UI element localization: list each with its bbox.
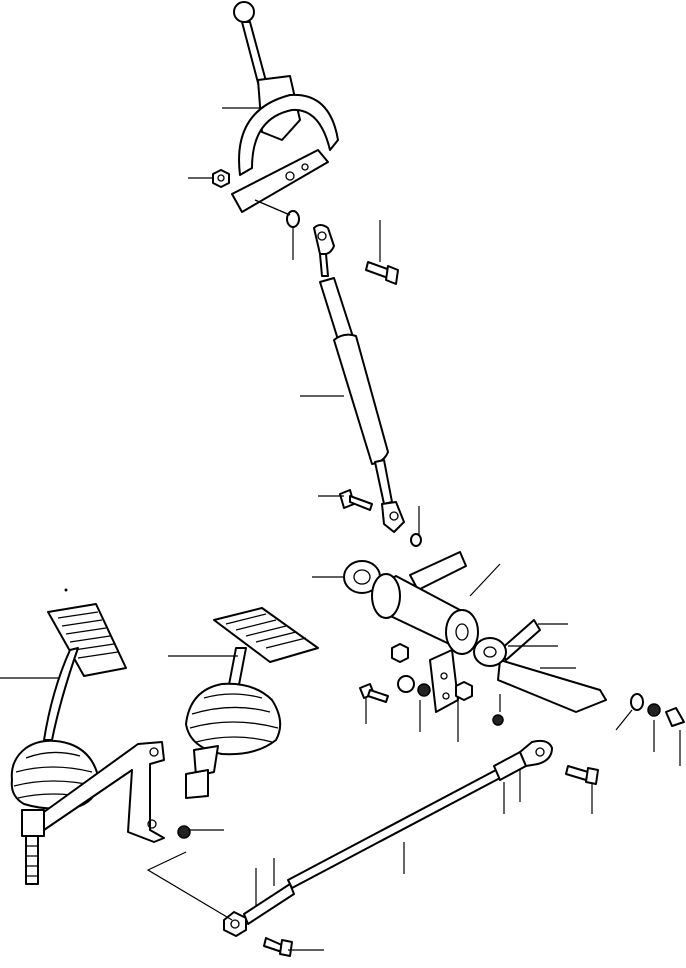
clevis-lower xyxy=(381,501,405,533)
right-pedal-boot xyxy=(185,682,282,799)
clevis-upper xyxy=(313,224,335,277)
bolt-b xyxy=(359,683,389,703)
nut-upper xyxy=(212,169,230,188)
washer-middle xyxy=(410,533,422,547)
lever-knob xyxy=(233,1,255,23)
right-pedal xyxy=(213,607,319,691)
shaft-arm xyxy=(497,619,607,713)
left-pedal xyxy=(43,603,127,741)
linkage-rod xyxy=(223,739,553,937)
shift-lever-assembly xyxy=(231,1,339,213)
cross-shaft xyxy=(371,551,479,655)
washer-b xyxy=(417,683,431,697)
washer-a xyxy=(397,675,415,693)
large-washer-right xyxy=(473,637,507,667)
nut-c xyxy=(492,714,504,726)
bolt-lower-right xyxy=(565,765,599,785)
assembly-path xyxy=(146,851,233,921)
bolt-right xyxy=(665,707,685,727)
washer-right-1 xyxy=(630,693,644,711)
nut-a xyxy=(391,643,409,663)
washer-right-2 xyxy=(647,703,661,717)
left-pedal-arm xyxy=(43,741,165,843)
bolt-lower-left xyxy=(263,937,293,957)
nut-pedal xyxy=(177,825,191,839)
nut-b xyxy=(455,681,473,701)
lever-arm-bracket xyxy=(429,649,459,713)
lever-guard-arc xyxy=(238,93,339,176)
washer-upper xyxy=(286,210,300,228)
lever-bracket-plate xyxy=(231,149,329,213)
bolt-middle xyxy=(339,489,373,511)
leader-lines xyxy=(0,107,681,951)
gas-spring xyxy=(319,277,393,505)
bolt-upper xyxy=(365,261,399,285)
